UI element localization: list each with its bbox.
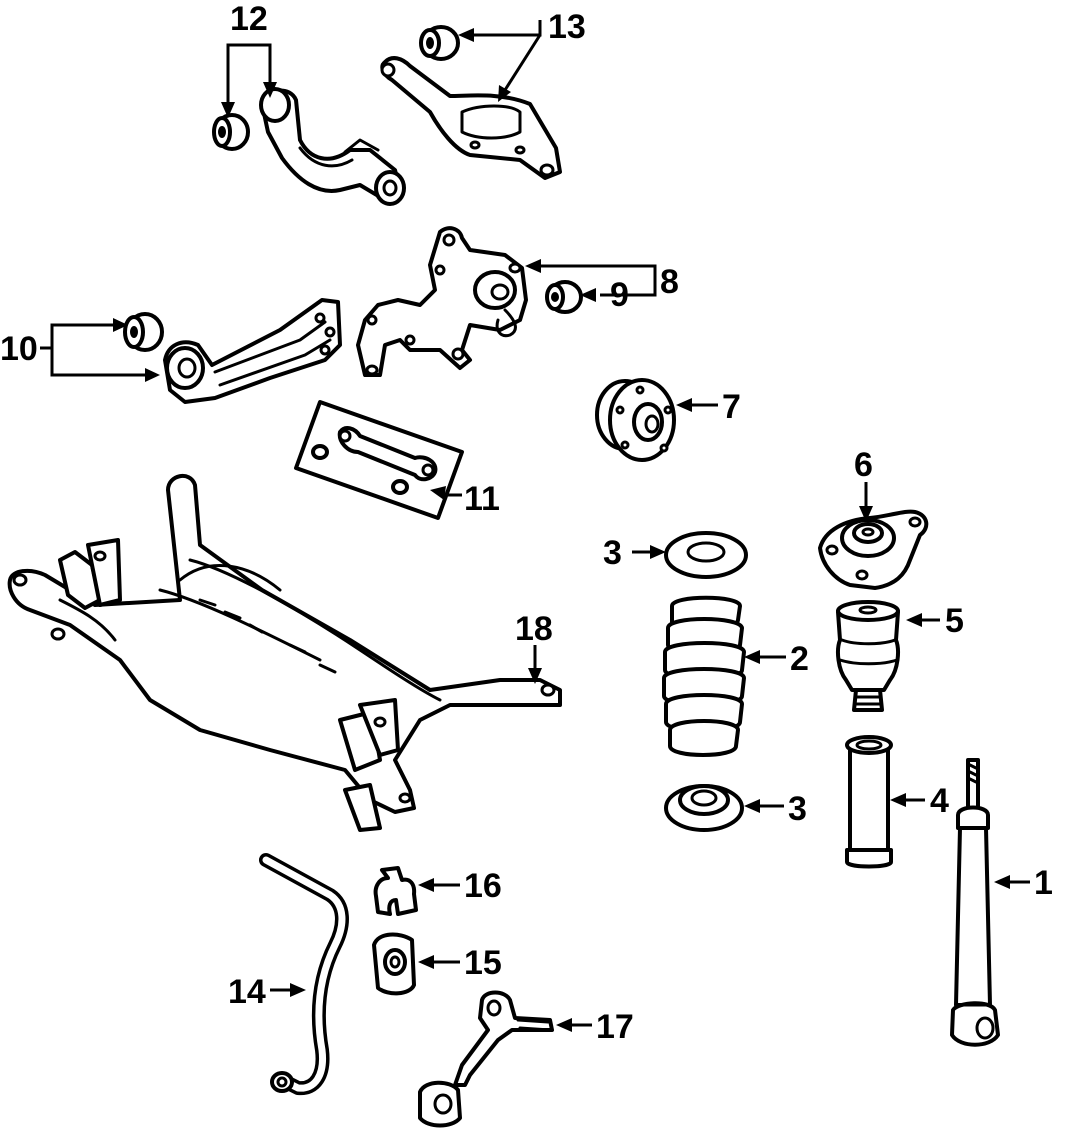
part-5-bump-stop: [836, 600, 900, 712]
part-16-clamp: [373, 866, 418, 916]
callout-4: 4: [930, 782, 949, 820]
callout-16: 16: [464, 867, 502, 905]
part-8-wheel-carrier: [356, 226, 528, 377]
callout-8: 8: [660, 263, 679, 301]
part-12-lateral-link: [259, 87, 406, 206]
part-18-subframe: [7, 474, 562, 832]
callout-15: 15: [464, 944, 502, 982]
part-9-bushing: [545, 280, 583, 314]
part-11-link-kit: [294, 400, 464, 520]
callout-2: 2: [790, 640, 809, 678]
part-10-trailing-arm: [163, 298, 342, 404]
callout-9: 9: [610, 276, 629, 314]
callout-5: 5: [945, 602, 964, 640]
part-13-bushing: [419, 25, 460, 61]
part-17-stabilizer-link: [418, 990, 554, 1128]
part-2-coil-spring: [662, 595, 746, 757]
part-12-bushing: [212, 113, 250, 151]
part-1-shock-absorber: [950, 758, 1000, 1047]
callout-7: 7: [722, 388, 741, 426]
part-10-bushing: [123, 312, 164, 352]
part-14-stabilizer-bar: [259, 853, 349, 1096]
part-6-strut-mount: [818, 509, 929, 590]
callout-3-upper: 3: [603, 534, 622, 572]
callout-11: 11: [464, 480, 500, 518]
part-7-wheel-hub: [595, 378, 676, 462]
part-3-upper-spring-seat: [664, 531, 748, 579]
callout-6: 6: [854, 446, 873, 484]
callout-14: 14: [228, 973, 266, 1011]
callout-3-lower: 3: [788, 790, 807, 828]
part-15-bushing: [372, 932, 416, 996]
callout-13: 13: [548, 8, 586, 46]
callout-1: 1: [1034, 864, 1053, 902]
callout-18: 18: [515, 610, 553, 648]
callout-10: 10: [0, 330, 38, 368]
callout-12: 12: [230, 0, 268, 38]
part-13-control-arm: [380, 56, 562, 180]
callout-labels: 12 13 8 9 10 7 11 6 3 5 18 2 4 3 1 16 15…: [0, 0, 1053, 1046]
part-4-boot: [845, 735, 893, 869]
leader-lines: [40, 20, 1030, 1032]
part-3-lower-spring-seat: [664, 784, 744, 832]
callout-17: 17: [596, 1008, 634, 1046]
